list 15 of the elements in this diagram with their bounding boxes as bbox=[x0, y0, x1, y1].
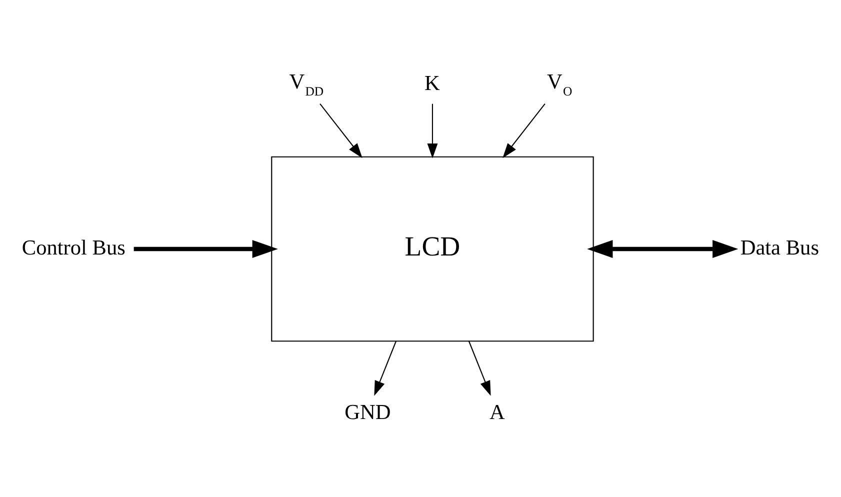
node-text: V$_{O}$ bbox=[546, 69, 572, 98]
node-text: GND bbox=[344, 399, 391, 424]
arrow bbox=[134, 240, 278, 258]
arrow bbox=[427, 103, 438, 158]
node-text: Data Bus bbox=[740, 234, 819, 259]
node-text: Control Bus bbox=[22, 234, 126, 259]
node-text: A bbox=[489, 399, 505, 424]
arrow bbox=[502, 103, 546, 158]
arrow bbox=[468, 340, 491, 396]
node-text: V$_{DD}$ bbox=[289, 69, 324, 98]
arrow bbox=[587, 240, 738, 258]
arrow bbox=[374, 340, 396, 396]
arrow bbox=[320, 103, 362, 158]
node-box: LCD bbox=[271, 156, 594, 342]
node-text: K bbox=[424, 70, 440, 94]
